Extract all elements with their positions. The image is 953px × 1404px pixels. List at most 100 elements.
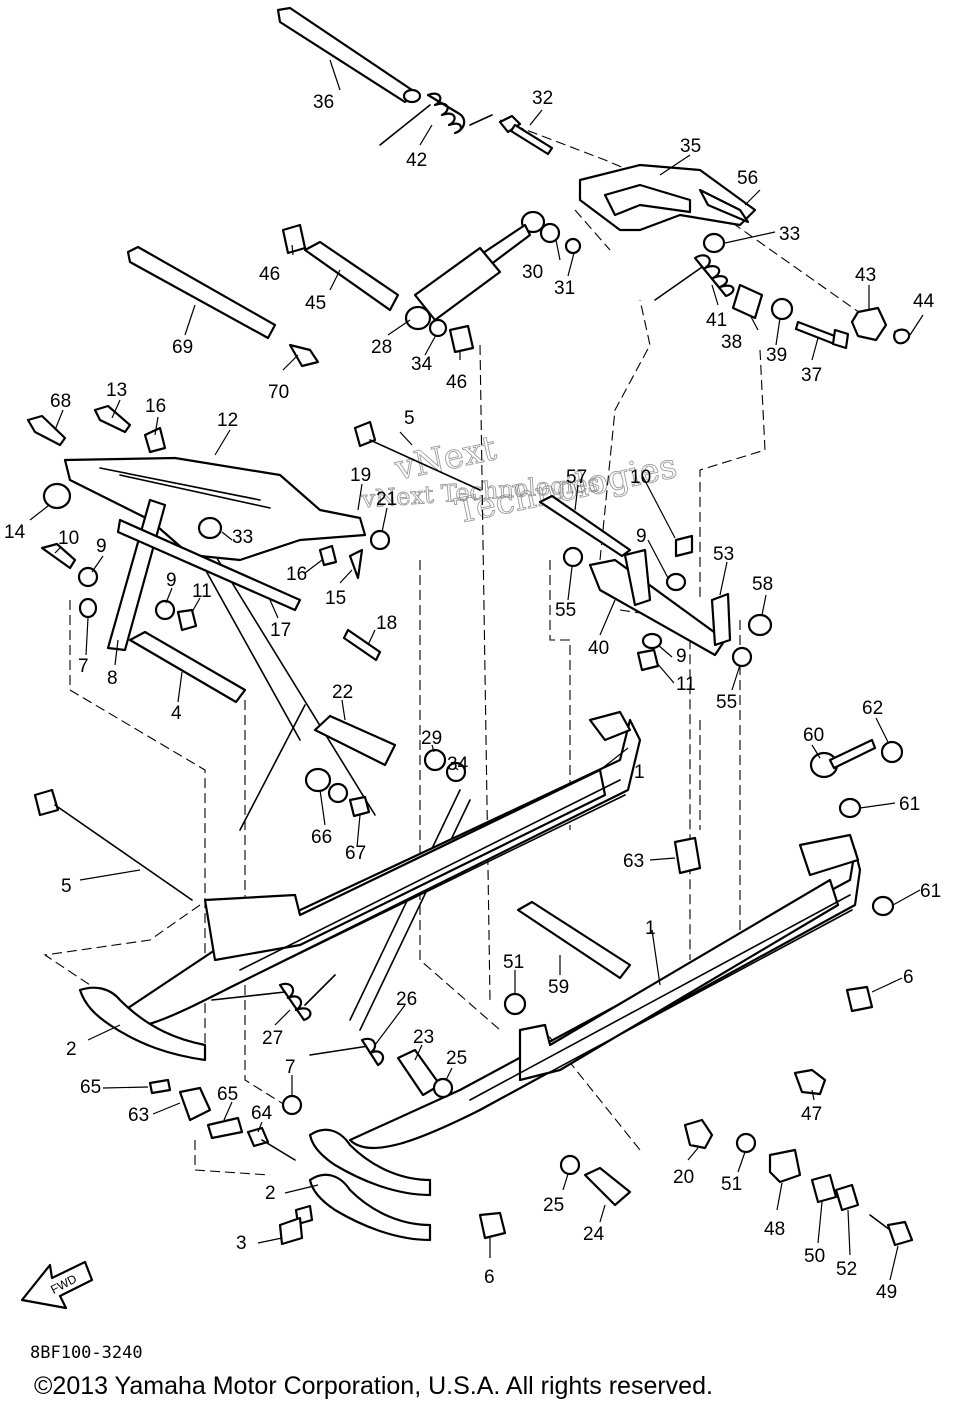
washer-51-lower bbox=[735, 1132, 757, 1154]
bolt-49 bbox=[869, 1214, 914, 1247]
nut-6-lower bbox=[478, 1211, 507, 1240]
shaft-69 bbox=[126, 245, 277, 340]
callout-9-mid: 9 bbox=[166, 570, 177, 591]
callout-19: 19 bbox=[350, 465, 371, 486]
callout-62: 62 bbox=[862, 698, 883, 719]
callout-43: 43 bbox=[855, 265, 876, 286]
callout-70: 70 bbox=[268, 382, 289, 403]
collar-33-mid bbox=[197, 516, 223, 540]
callout-7-bottom: 7 bbox=[285, 1057, 296, 1078]
callout-35: 35 bbox=[680, 136, 701, 157]
callout-45: 45 bbox=[305, 293, 326, 314]
bolt-10-left bbox=[40, 542, 77, 570]
callout-28: 28 bbox=[371, 337, 392, 358]
bolt-13 bbox=[93, 404, 132, 434]
callout-30: 30 bbox=[522, 262, 543, 283]
callout-numbers: 36 42 32 35 56 33 43 44 30 31 41 38 39 3… bbox=[4, 88, 941, 1303]
spring-26 bbox=[309, 1037, 385, 1067]
catalog-code: 8BF100-3240 bbox=[30, 1343, 143, 1363]
nut-67 bbox=[348, 795, 371, 818]
callout-11-right: 11 bbox=[676, 674, 696, 695]
bolt-5-lower bbox=[33, 788, 193, 901]
callout-48: 48 bbox=[764, 1219, 785, 1240]
collar-21 bbox=[369, 529, 391, 551]
cap-43 bbox=[850, 306, 888, 342]
collar-38 bbox=[731, 283, 764, 320]
spring-27 bbox=[211, 974, 336, 1022]
washer-61-lower bbox=[871, 895, 895, 917]
bushing-14 bbox=[42, 482, 72, 510]
callout-10-right: 10 bbox=[630, 467, 651, 488]
washer-25-upper bbox=[432, 1077, 454, 1099]
callout-39: 39 bbox=[766, 345, 787, 366]
callout-22: 22 bbox=[332, 682, 353, 703]
leader-lines bbox=[29, 59, 924, 1281]
bolt-60 bbox=[809, 738, 877, 779]
callout-42: 42 bbox=[406, 150, 427, 171]
washer-55-lower bbox=[731, 646, 753, 668]
callout-46-mid: 46 bbox=[446, 372, 467, 393]
callout-14: 14 bbox=[4, 522, 26, 543]
callout-59: 59 bbox=[548, 977, 569, 998]
callout-2-top: 2 bbox=[66, 1039, 77, 1060]
shaft-36 bbox=[276, 6, 422, 104]
callout-44: 44 bbox=[913, 291, 935, 312]
collar-30 bbox=[539, 222, 561, 244]
callout-69: 69 bbox=[172, 337, 193, 358]
callout-13: 13 bbox=[106, 380, 127, 401]
shaft-17 bbox=[116, 518, 302, 612]
callout-27: 27 bbox=[262, 1028, 283, 1049]
callout-12: 12 bbox=[217, 410, 238, 431]
callout-24: 24 bbox=[583, 1224, 605, 1245]
arm-40 bbox=[588, 548, 727, 657]
callout-11-left: 11 bbox=[192, 581, 212, 602]
spring-42 bbox=[379, 92, 493, 146]
nut-6-upper bbox=[845, 985, 874, 1013]
collar-46-upper bbox=[281, 223, 307, 255]
washer-25-lower bbox=[559, 1154, 581, 1176]
callout-33-mid: 33 bbox=[232, 527, 253, 548]
bracket-53 bbox=[710, 592, 732, 647]
callout-32: 32 bbox=[532, 88, 553, 109]
nut-62 bbox=[880, 740, 904, 764]
callout-63-right: 63 bbox=[623, 851, 644, 872]
callout-38: 38 bbox=[721, 332, 742, 353]
washer-9-right-upper bbox=[665, 572, 687, 592]
callout-55-bottom: 55 bbox=[716, 692, 737, 713]
bolt-37 bbox=[794, 320, 850, 350]
bolt-10-right bbox=[674, 534, 694, 558]
callout-21: 21 bbox=[376, 489, 397, 510]
clip-15 bbox=[348, 548, 364, 580]
nut-31 bbox=[564, 237, 582, 255]
shaft-59 bbox=[516, 900, 632, 980]
callout-67: 67 bbox=[345, 843, 366, 864]
bolt-70 bbox=[288, 343, 320, 368]
callout-64: 64 bbox=[251, 1103, 273, 1124]
nut-11-right bbox=[636, 648, 660, 672]
plate-52 bbox=[834, 1183, 860, 1212]
collar-34-upper bbox=[428, 318, 448, 338]
callout-1-right: 1 bbox=[645, 918, 656, 939]
callout-52: 52 bbox=[836, 1259, 857, 1280]
copyright-notice: ©2013 Yamaha Motor Corporation, U.S.A. A… bbox=[34, 1372, 713, 1400]
collar-50 bbox=[810, 1173, 838, 1204]
washer-61-upper bbox=[838, 797, 862, 819]
bolt-3 bbox=[278, 1204, 314, 1246]
callout-25-top: 25 bbox=[446, 1048, 467, 1069]
collar-33-top bbox=[702, 232, 726, 254]
plate-65-left bbox=[148, 1078, 172, 1095]
callout-47: 47 bbox=[801, 1104, 822, 1125]
callout-37: 37 bbox=[801, 365, 822, 386]
nut-58 bbox=[747, 613, 773, 637]
callout-3: 3 bbox=[236, 1233, 247, 1254]
clip-44 bbox=[893, 328, 911, 345]
callout-49: 49 bbox=[876, 1282, 897, 1303]
runner-2-lower bbox=[308, 1173, 432, 1242]
collar-24 bbox=[583, 1166, 632, 1207]
callout-53: 53 bbox=[713, 544, 734, 565]
callout-58: 58 bbox=[752, 574, 773, 595]
callout-31: 31 bbox=[554, 278, 575, 299]
washer-55-upper bbox=[562, 546, 584, 568]
callout-61-bottom: 61 bbox=[920, 881, 941, 902]
callout-56: 56 bbox=[737, 168, 758, 189]
